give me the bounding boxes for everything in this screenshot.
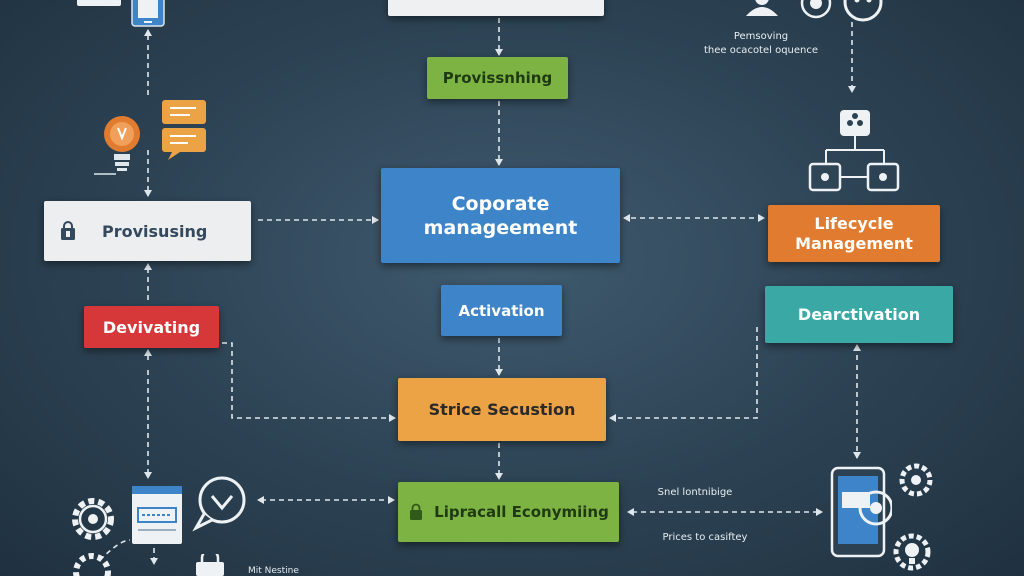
chat-bubbles-icon: [162, 100, 206, 160]
lifecycle-management-box[interactable]: Lifecycle Management: [768, 205, 940, 262]
lock-icon: [410, 503, 423, 520]
lock-icon-bottom: [196, 554, 224, 576]
face-icon: [843, 0, 883, 22]
corporate-line-1: Coporate: [451, 192, 550, 215]
deactivation-box[interactable]: Dearctivation: [765, 286, 953, 343]
corporate-line-2: manageement: [423, 216, 578, 239]
document-window-icon: [132, 486, 182, 544]
network-icon: [808, 110, 900, 192]
activation-box[interactable]: Activation: [441, 285, 562, 336]
provisioning-top-box[interactable]: Provissnhing: [427, 57, 568, 99]
bottom-left-note: Mit Nestine: [248, 566, 299, 576]
lifecycle-line-1: Lifecycle: [814, 213, 894, 233]
bottom-right-note-1: Snel lontnibige: [657, 487, 733, 498]
lightbulb-gear-icon: [893, 533, 931, 571]
top-right-note-line-1: Pemsoving: [733, 31, 789, 42]
smartphone-icon: [830, 466, 892, 558]
lipracall-label: Lipracall Econymiing: [434, 503, 609, 521]
gear-icon-right: [899, 463, 933, 497]
gear-icon: [72, 498, 114, 540]
tablet-icon: [131, 0, 165, 27]
corporate-management-box[interactable]: Coporate manageement: [381, 168, 620, 263]
heart-bubble-icon: [192, 476, 246, 532]
card-icon: [77, 0, 121, 6]
strice-secustion-box[interactable]: Strice Secustion: [398, 378, 606, 441]
user-icon: [746, 0, 778, 16]
lipracall-box[interactable]: Lipracall Econymiing: [398, 482, 619, 542]
eye-icon: [800, 0, 832, 19]
top-partial-box: [388, 0, 604, 16]
deviating-box[interactable]: Devivating: [84, 306, 219, 348]
provisioning-left-label: Provisusing: [102, 221, 208, 241]
top-right-note-line-2: thee ocacotel oquence: [703, 45, 819, 56]
bottom-right-note-2: Prices to casiftey: [662, 532, 748, 543]
top-right-note: Pemsoving thee ocacotel oquence: [686, 30, 836, 58]
lock-icon: [61, 221, 75, 240]
provisioning-left-box[interactable]: Provisusing: [44, 201, 251, 261]
lifecycle-line-2: Management: [795, 233, 913, 253]
lightbulb-icon: [94, 116, 140, 175]
gear-icon-bottom: [73, 553, 111, 576]
